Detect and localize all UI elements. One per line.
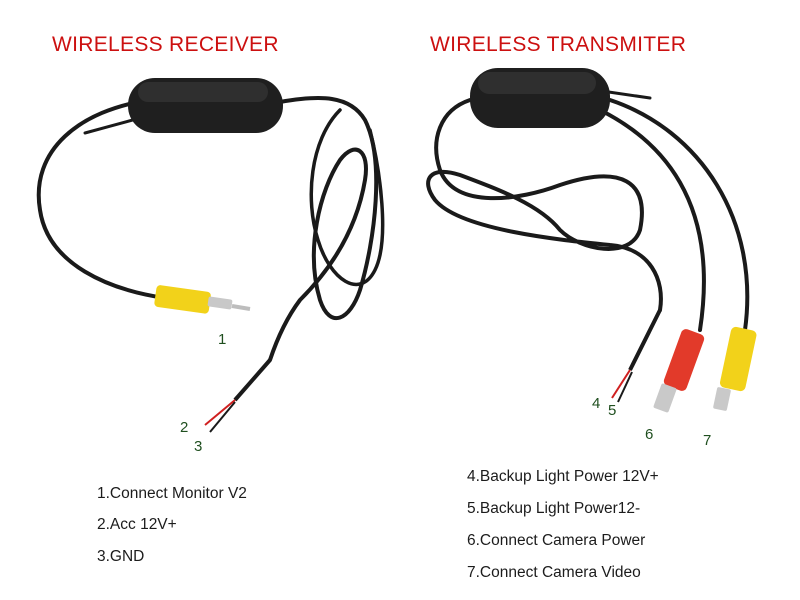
transmitter-red-dc-plug (653, 329, 705, 413)
receiver-device (36, 78, 385, 433)
transmitter-callout-6: 6 (645, 426, 654, 443)
receiver-legend-item-2: 2.Acc 12V+ (97, 516, 177, 533)
transmitter-title: WIRELESS TRANSMITER (430, 33, 687, 56)
receiver-yellow-rca-plug (154, 285, 251, 314)
transmitter-device (426, 68, 757, 413)
receiver-antenna (83, 116, 142, 135)
transmitter-legend-item-7: 7.Connect Camera Video (467, 564, 641, 581)
transmitter-callout-7: 7 (703, 432, 712, 449)
transmitter-legend-item-4: 4.Backup Light Power 12V+ (467, 468, 659, 485)
transmitter-legend-item-6: 6.Connect Camera Power (467, 532, 646, 549)
receiver-video-cable (36, 98, 167, 300)
transmitter-callout-4: 4 (592, 395, 601, 412)
transmitter-yellow-rca-plug (713, 326, 757, 411)
receiver-callout-1: 1 (218, 331, 227, 348)
receiver-legend-item-3: 3.GND (97, 548, 145, 565)
transmitter-callout-5: 5 (608, 402, 617, 419)
receiver-title: WIRELESS RECEIVER (52, 33, 279, 56)
receiver-callout-2: 2 (180, 419, 189, 436)
transmitter-power-cable (426, 98, 663, 312)
transmitter-legend-item-5: 5.Backup Light Power12- (467, 500, 641, 517)
receiver-legend-item-1: 1.Connect Monitor V2 (97, 485, 247, 502)
receiver-callout-3: 3 (194, 438, 203, 455)
